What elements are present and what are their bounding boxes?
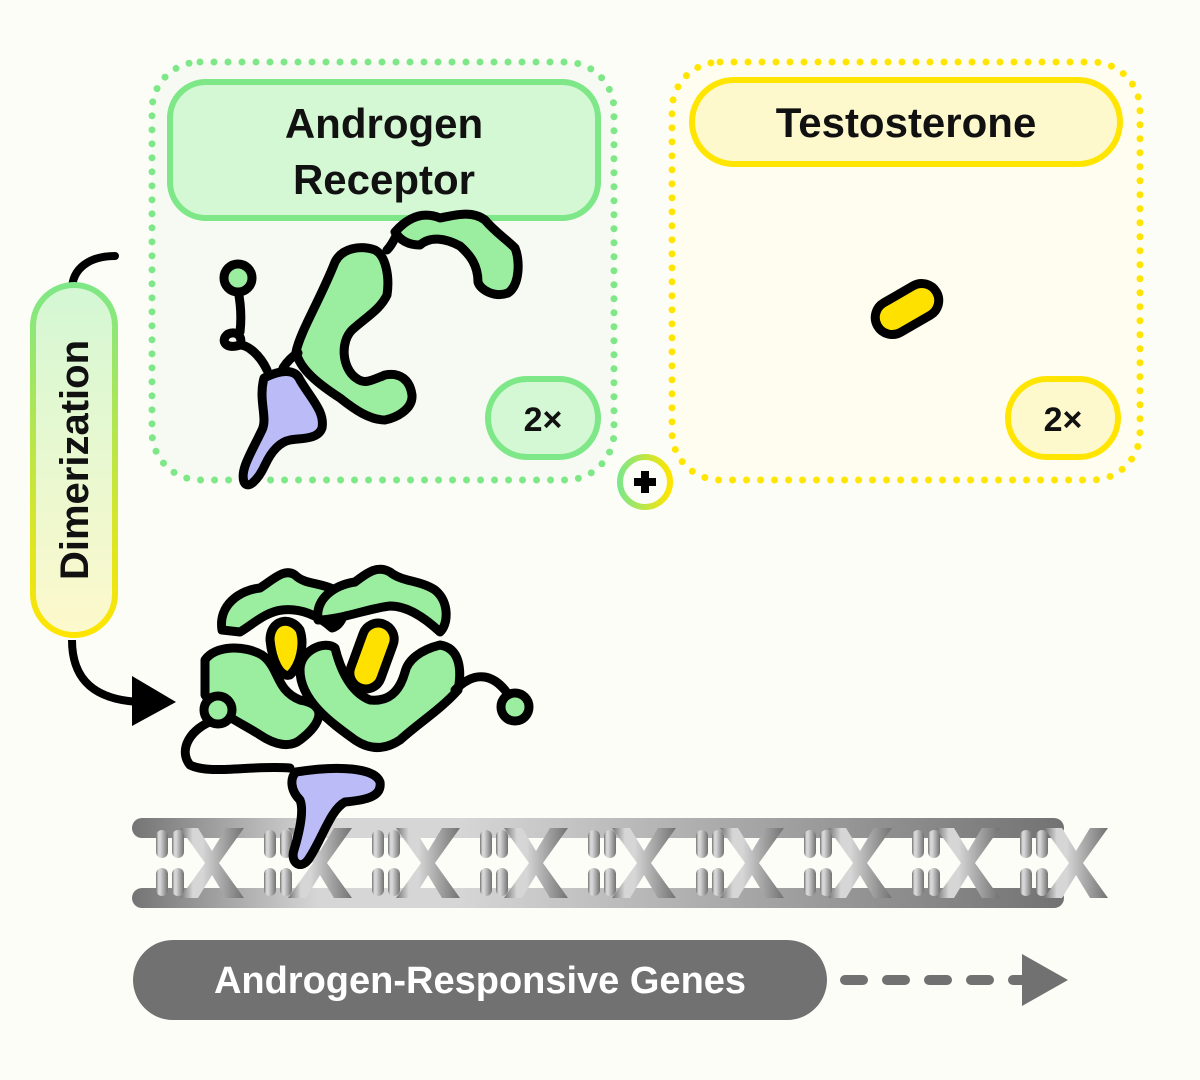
dna-base	[264, 830, 276, 858]
dna-base	[804, 868, 816, 896]
dna-crossover	[936, 828, 1000, 898]
testosterone-count-text: 2×	[1044, 401, 1083, 439]
receptor-title-line1: Androgen	[285, 100, 483, 147]
gene-label-pill	[133, 940, 827, 1020]
dna-base	[480, 830, 492, 858]
testosterone-title-box	[689, 77, 1123, 167]
dna-base	[804, 830, 816, 858]
dna-base	[1036, 868, 1048, 896]
testosterone-count-badge	[1005, 376, 1121, 460]
dna-base	[604, 868, 616, 896]
dna-base	[912, 868, 924, 896]
gene-label-text: Androgen-Responsive Genes	[214, 960, 746, 1002]
dna-base	[928, 868, 940, 896]
testosterone-title: Testosterone	[776, 99, 1037, 146]
dna-base	[156, 868, 168, 896]
dna-base	[820, 830, 832, 858]
dna-base	[264, 868, 276, 896]
dna-base	[156, 830, 168, 858]
dna-base	[604, 830, 616, 858]
dna-base	[388, 868, 400, 896]
dna-base	[928, 830, 940, 858]
dna-base	[172, 868, 184, 896]
dna-base	[912, 830, 924, 858]
dimerization-label: Dimerization	[53, 340, 97, 580]
dna-base	[1020, 830, 1032, 858]
curved-arrow-icon	[68, 639, 176, 726]
dna-double-helix-icon	[132, 818, 1108, 908]
dna-crossover	[612, 828, 676, 898]
dna-base	[712, 830, 724, 858]
dimerization-pill	[30, 282, 118, 638]
dna-crossover	[720, 828, 784, 898]
testosterone-panel: Testosterone 2×	[668, 58, 1144, 484]
dna-base	[496, 830, 508, 858]
dna-crossover	[504, 828, 568, 898]
receptor-count-badge	[485, 376, 601, 460]
androgen-receptor-protein-icon	[219, 209, 523, 490]
dna-base	[372, 868, 384, 896]
receptor-panel: Androgen Receptor 2×	[148, 58, 618, 490]
dna-base	[712, 868, 724, 896]
dna-crossover	[180, 828, 244, 898]
dashed-arrow-right-icon	[840, 954, 1068, 1006]
dna-base	[496, 868, 508, 896]
receptor-count-text: 2×	[524, 401, 563, 439]
dna-crossover	[1044, 828, 1108, 898]
dna-base	[588, 868, 600, 896]
receptor-dimer-complex-icon	[180, 564, 534, 869]
dna-base	[696, 868, 708, 896]
receptor-title-line2: Receptor	[293, 156, 475, 203]
dna-base	[1036, 830, 1048, 858]
dna-base	[820, 868, 832, 896]
dna-crossover	[396, 828, 460, 898]
testosterone-molecule-icon	[870, 279, 944, 339]
dna-base	[588, 830, 600, 858]
dna-base-pairs	[156, 828, 1108, 898]
dna-base	[696, 830, 708, 858]
plus-icon	[617, 454, 673, 510]
dna-base	[372, 830, 384, 858]
dna-base	[280, 830, 292, 858]
dna-base	[280, 868, 292, 896]
dna-base	[388, 830, 400, 858]
dna-base	[1020, 868, 1032, 896]
dimerization-step: Dimerization	[30, 252, 176, 726]
dna-base	[480, 868, 492, 896]
dna-crossover	[828, 828, 892, 898]
gene-label-group: Androgen-Responsive Genes	[133, 940, 1068, 1020]
receptor-title-box	[167, 79, 601, 221]
dna-base	[172, 830, 184, 858]
